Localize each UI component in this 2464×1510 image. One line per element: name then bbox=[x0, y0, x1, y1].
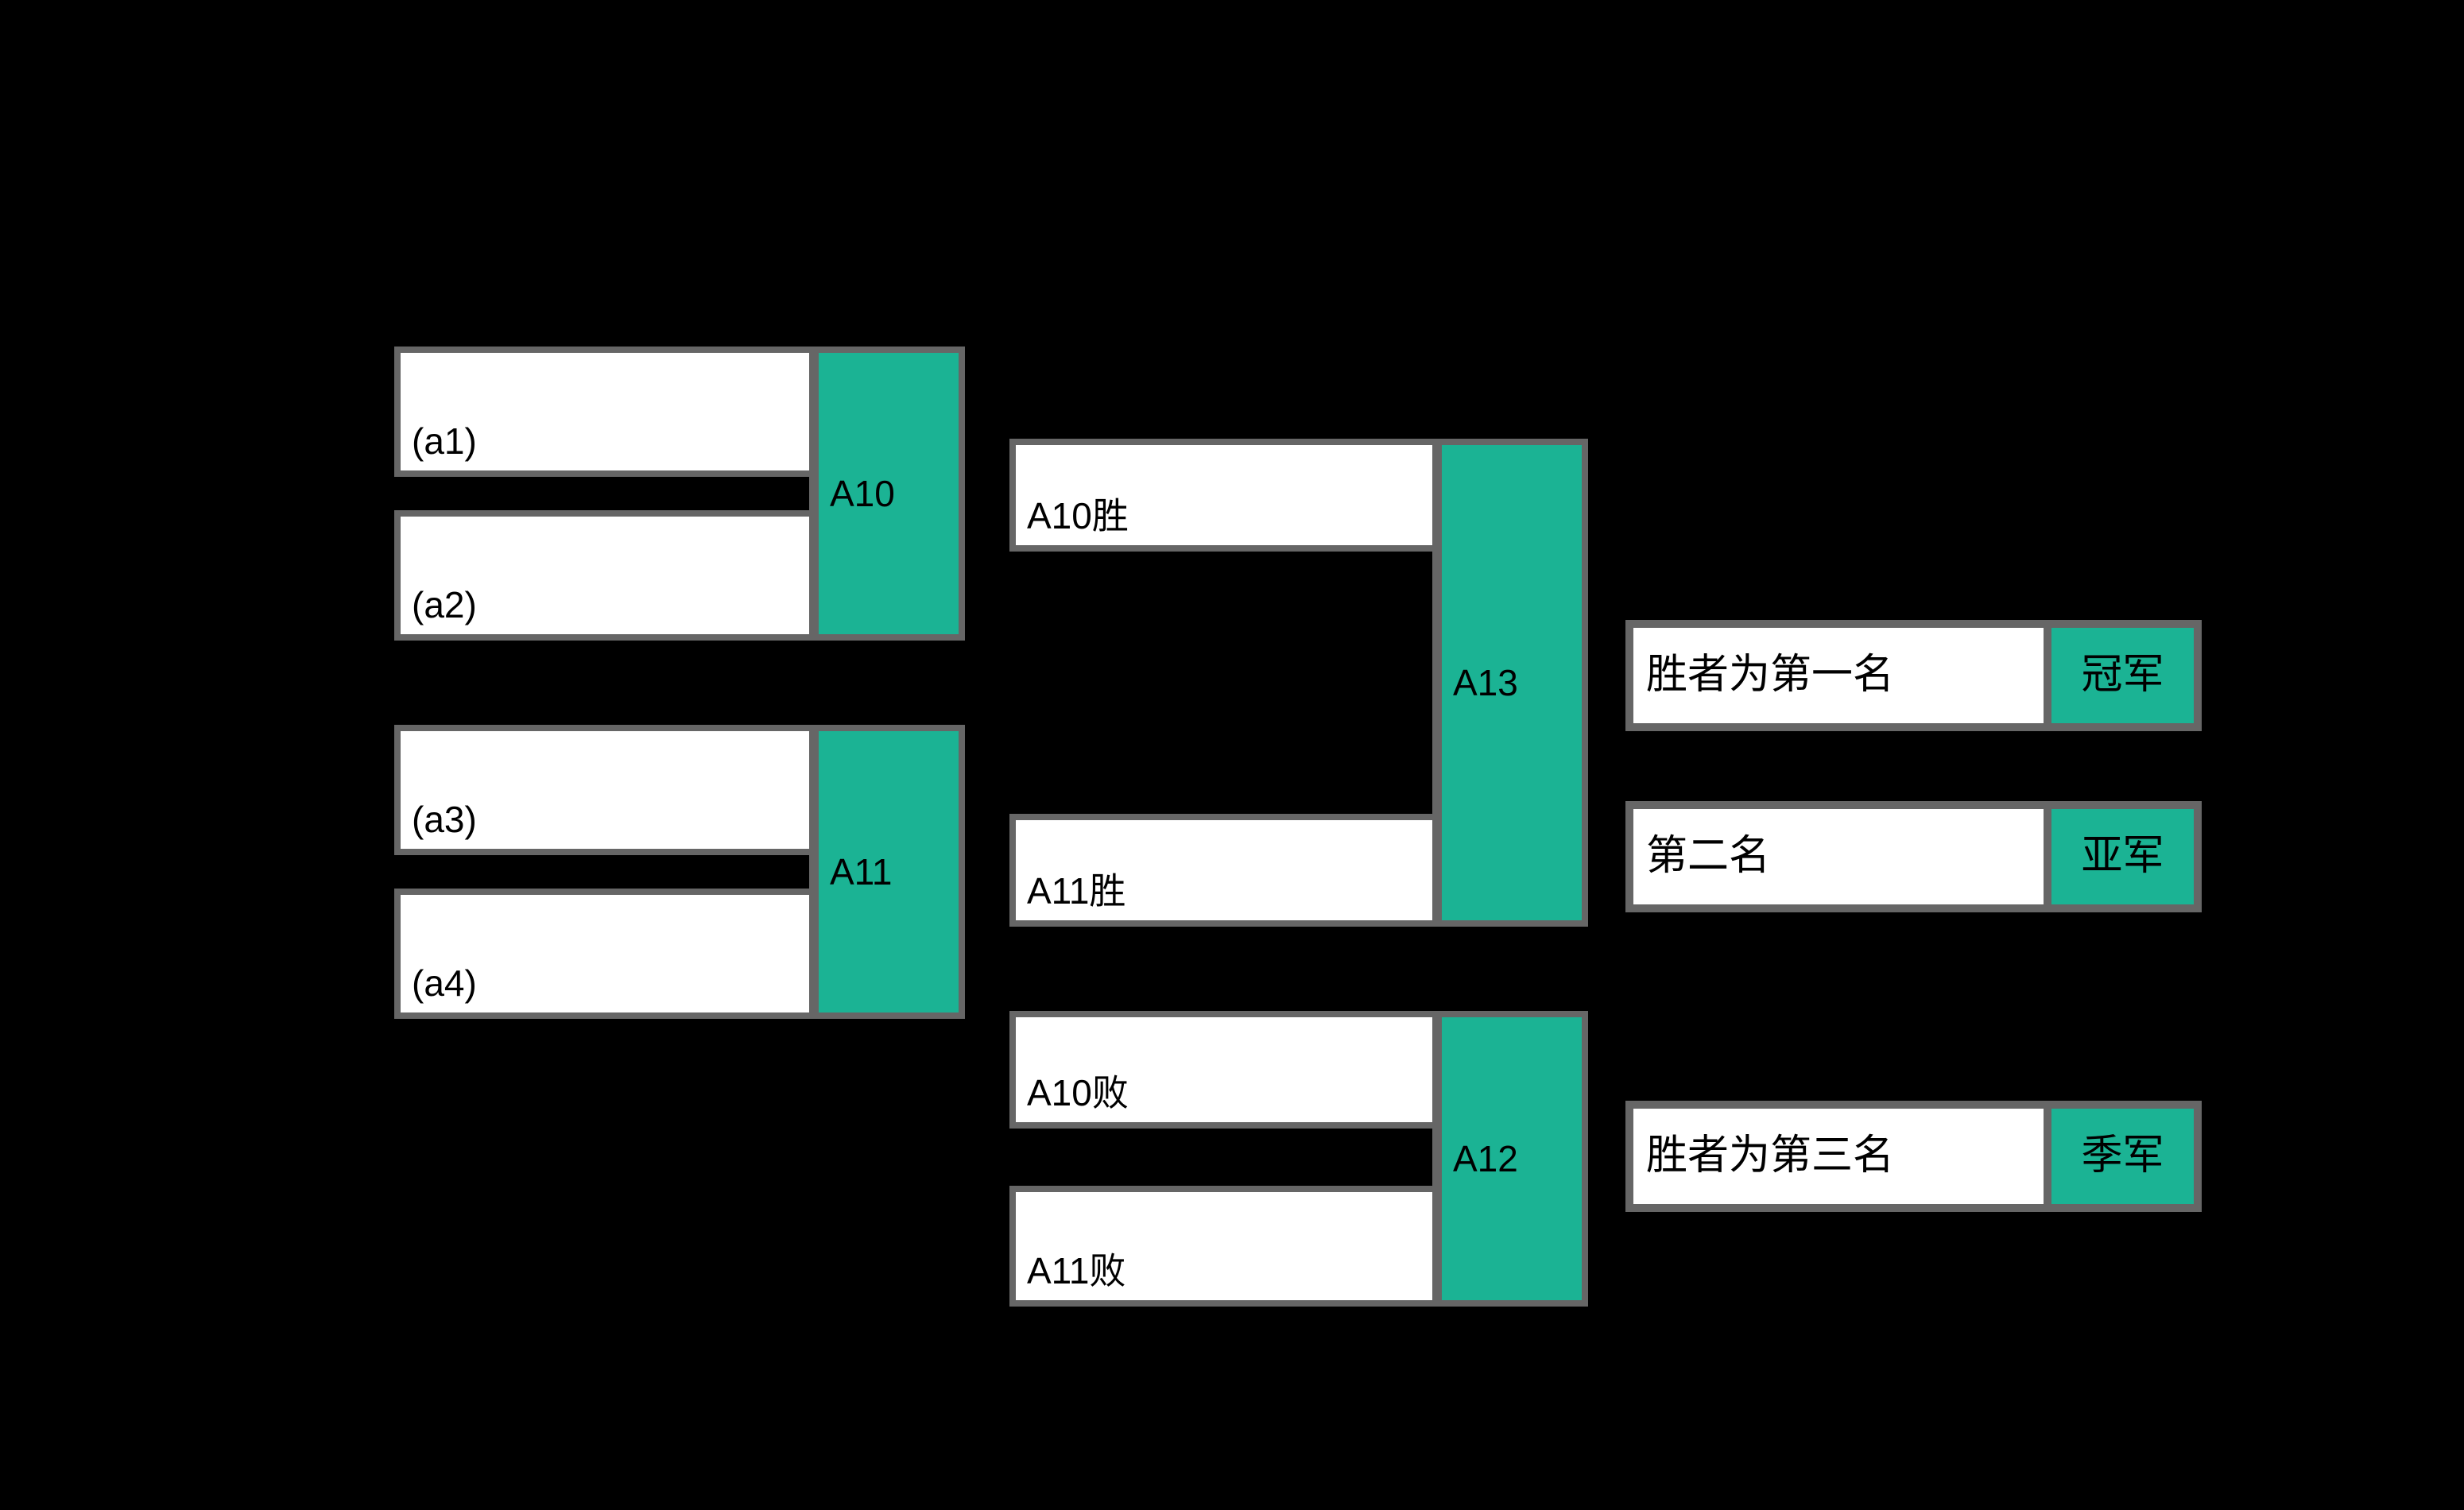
bracket-match-a13[interactable]: A13 bbox=[1442, 445, 1582, 920]
bracket-slot-label: A10胜 bbox=[1027, 495, 1129, 536]
bracket-slot-label: A11胜 bbox=[1027, 870, 1126, 912]
standing-description-label: 胜者为第一名 bbox=[1646, 652, 1895, 698]
standing-row-third: 胜者为第三名 季军 bbox=[1625, 1101, 2202, 1212]
bracket-slot-divider bbox=[394, 855, 809, 889]
bracket-group-a12: A10败 A11败 A12 bbox=[1009, 1011, 1588, 1307]
bracket-slot-a3[interactable]: (a3) bbox=[401, 731, 809, 849]
bracket-slot-a10-winner[interactable]: A10胜 bbox=[1016, 445, 1432, 545]
bracket-slot-label: A10败 bbox=[1027, 1072, 1129, 1113]
bracket-group-a11: (a3) (a4) A11 bbox=[394, 725, 965, 1019]
standing-medal-champion: 冠军 bbox=[2051, 628, 2194, 723]
bracket-group-a10: (a1) (a2) A10 bbox=[394, 347, 965, 641]
bracket-match-label: A11 bbox=[830, 851, 893, 892]
bracket-group-a13: A10胜 A11胜 A13 bbox=[1009, 439, 1588, 927]
standing-medal-label: 冠军 bbox=[2081, 652, 2164, 698]
bracket-match-label: A13 bbox=[1453, 662, 1518, 703]
bracket-match-a12[interactable]: A12 bbox=[1442, 1017, 1582, 1300]
bracket-slot-a11-winner[interactable]: A11胜 bbox=[1016, 820, 1432, 920]
bracket-slot-divider bbox=[394, 477, 809, 510]
bracket-slot-a10-loser[interactable]: A10败 bbox=[1016, 1017, 1432, 1122]
standing-description-label: 第二名 bbox=[1646, 834, 1771, 879]
standing-row-second: 第二名 亚军 bbox=[1625, 801, 2202, 912]
bracket-match-label: A10 bbox=[830, 473, 895, 514]
bracket-slot-label: (a4) bbox=[412, 962, 477, 1004]
standing-description: 胜者为第三名 bbox=[1633, 1109, 2044, 1204]
standing-medal-runner-up: 亚军 bbox=[2051, 809, 2194, 904]
standing-description: 胜者为第一名 bbox=[1633, 628, 2044, 723]
standing-description: 第二名 bbox=[1633, 809, 2044, 904]
bracket-slot-divider bbox=[1009, 1129, 1432, 1186]
bracket-slot-label: A11败 bbox=[1027, 1250, 1126, 1291]
bracket-slot-divider bbox=[1009, 552, 1432, 814]
bracket-slot-label: (a2) bbox=[412, 584, 477, 625]
bracket-slot-a1[interactable]: (a1) bbox=[401, 353, 809, 470]
standing-medal-label: 季军 bbox=[2081, 1133, 2164, 1179]
bracket-match-label: A12 bbox=[1453, 1138, 1518, 1179]
standing-row-first: 胜者为第一名 冠军 bbox=[1625, 620, 2202, 731]
bracket-slot-a11-loser[interactable]: A11败 bbox=[1016, 1192, 1432, 1300]
bracket-slot-a4[interactable]: (a4) bbox=[401, 895, 809, 1012]
bracket-slot-label: (a1) bbox=[412, 420, 477, 462]
bracket-slot-a2[interactable]: (a2) bbox=[401, 517, 809, 634]
standing-description-label: 胜者为第三名 bbox=[1646, 1133, 1895, 1179]
bracket-slot-label: (a3) bbox=[412, 799, 477, 840]
standing-medal-label: 亚军 bbox=[2081, 834, 2164, 879]
standing-medal-third: 季军 bbox=[2051, 1109, 2194, 1204]
bracket-match-a11[interactable]: A11 bbox=[819, 731, 959, 1012]
bracket-match-a10[interactable]: A10 bbox=[819, 353, 959, 634]
